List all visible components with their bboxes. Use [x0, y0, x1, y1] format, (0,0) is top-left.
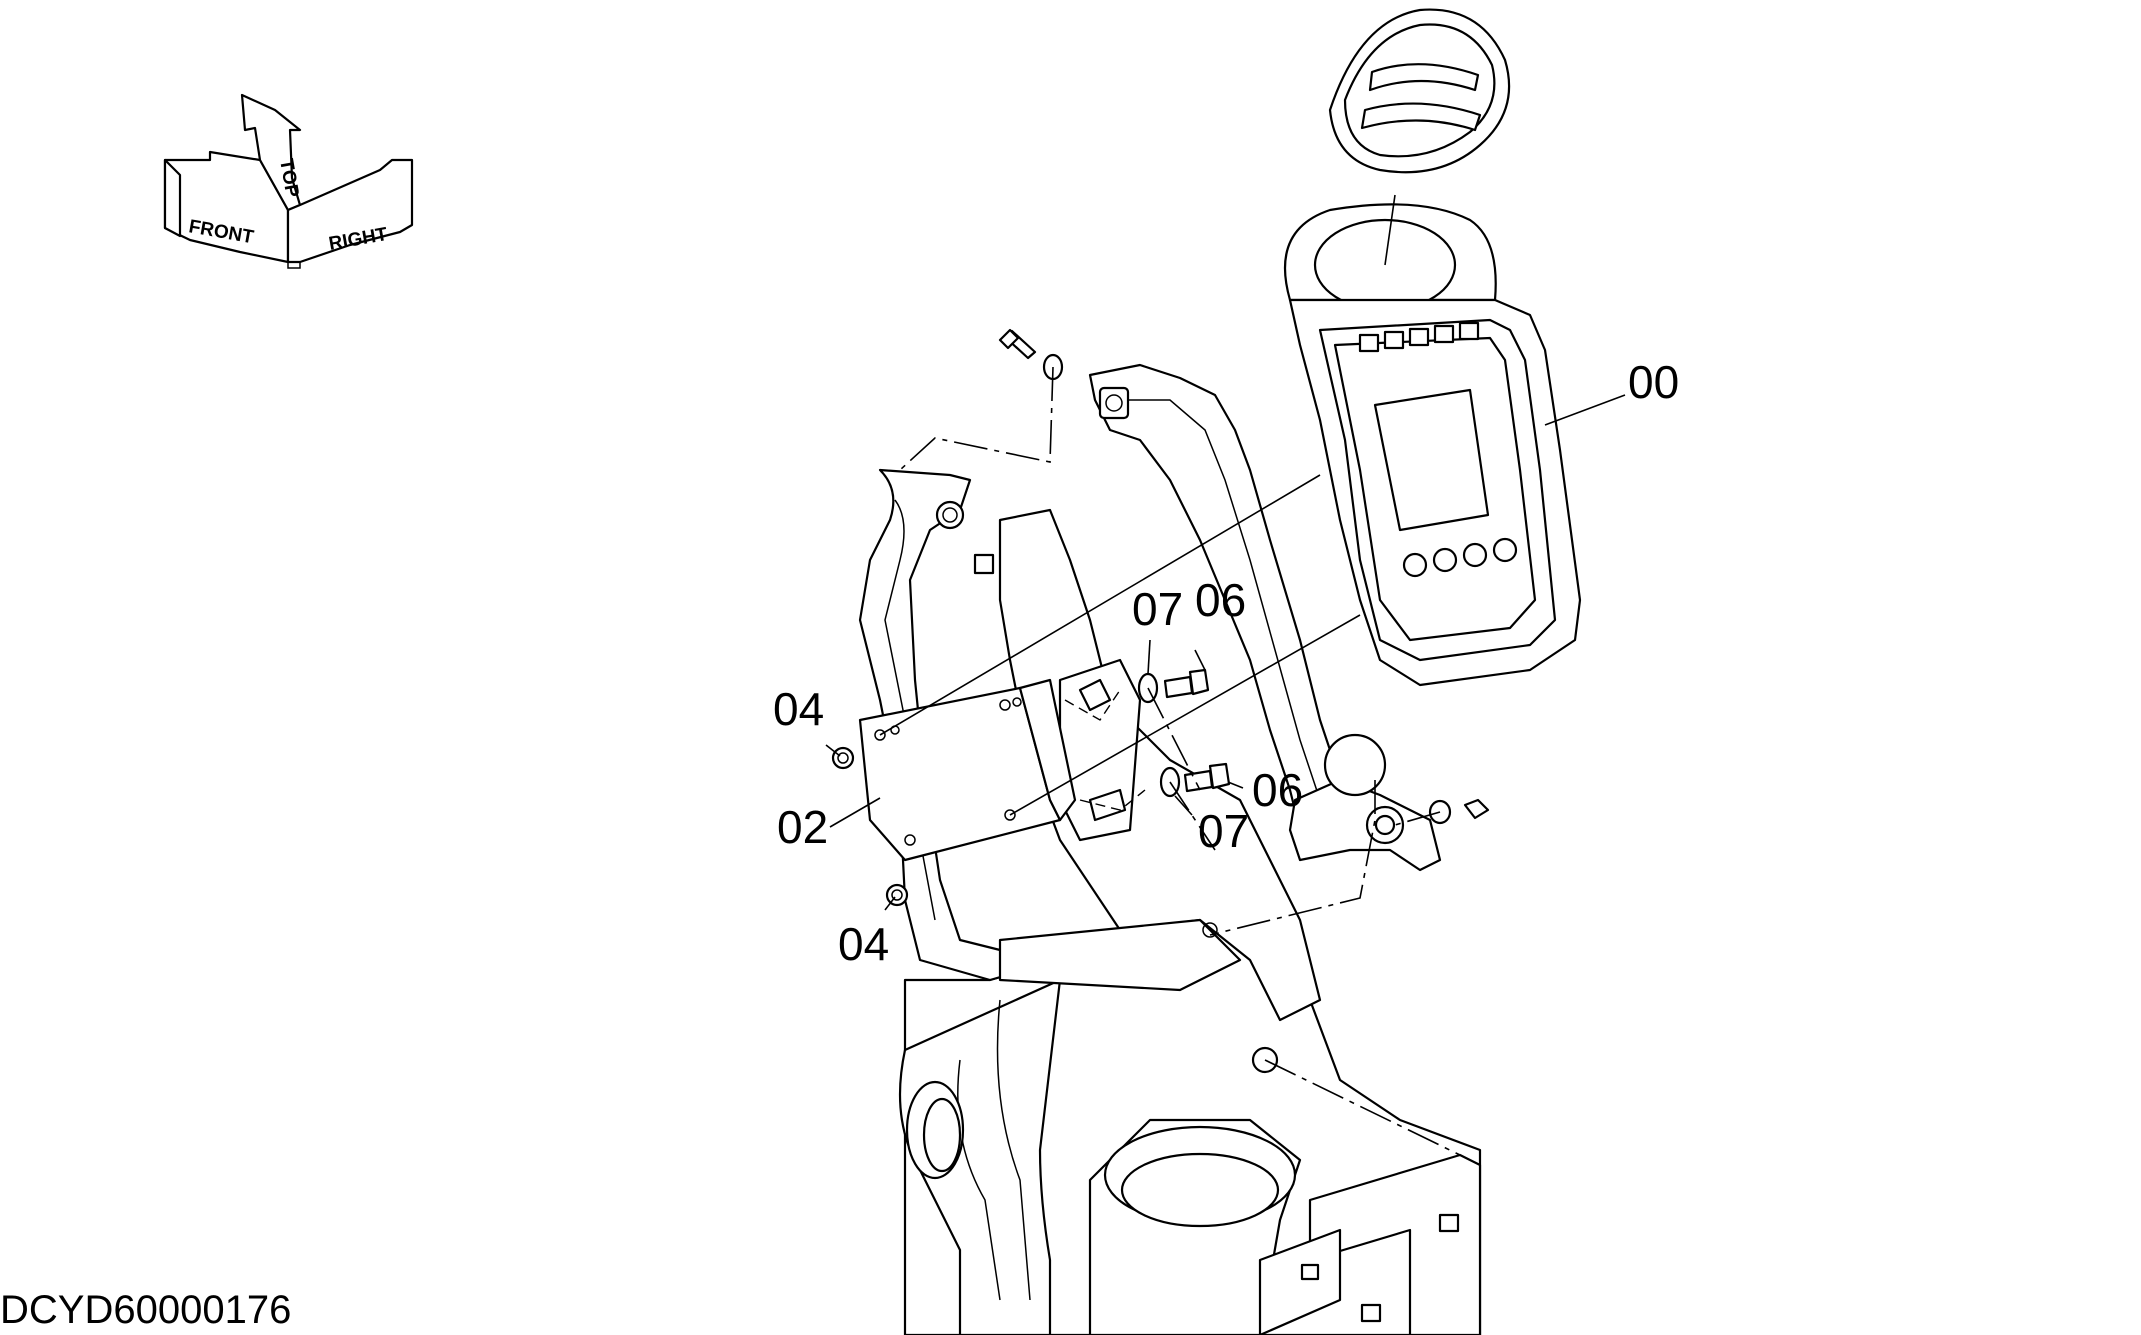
callout-leaders	[825, 394, 1626, 911]
indicator-5	[1458, 321, 1480, 341]
stand-round-port	[1323, 733, 1387, 797]
right-arrow-shape	[286, 158, 414, 264]
bolt-06-upper-head	[1188, 668, 1210, 696]
plate-hole-tl	[874, 729, 886, 741]
callout-07-lower: 07	[1198, 805, 1249, 857]
part-02-controller-plate	[858, 678, 1077, 862]
base-nut-3	[1300, 1263, 1320, 1281]
callout-07-upper: 07	[1132, 583, 1183, 635]
ref-line-hood	[1384, 194, 1396, 266]
monitor-screen	[1373, 388, 1490, 532]
orientation-symbol: FRONT RIGHT TOP	[163, 93, 414, 269]
bolt-06-upper-shank	[1163, 675, 1194, 699]
grommet-inner	[922, 1097, 962, 1173]
hidden-bracket-1	[1064, 689, 1121, 721]
leader-04-lower	[884, 896, 896, 911]
top-bolt-head	[998, 328, 1020, 350]
leader-07-upper	[1147, 639, 1151, 675]
nut-04-upper-hole	[837, 752, 849, 764]
ref-line-plate-monitor-1	[879, 474, 1321, 736]
centerline-lower-pivot	[1264, 1059, 1461, 1156]
monitor-button-3	[1462, 542, 1488, 568]
callout-00: 00	[1628, 356, 1679, 408]
cup-holder-inner	[1120, 1152, 1280, 1228]
document-id: DCYD60000176	[0, 1288, 291, 1332]
indicator-3	[1408, 327, 1430, 347]
pivot-knob-inner	[942, 507, 958, 523]
bolt-06-lower-head	[1208, 762, 1231, 790]
plate-hole-tr2	[1012, 697, 1022, 707]
indicator-4	[1433, 324, 1455, 344]
leader-04-upper	[825, 744, 841, 757]
monitor-hood-slat-1	[1368, 63, 1480, 92]
console-base	[898, 918, 1482, 1335]
base-nut-2	[1360, 1303, 1382, 1323]
callout-06-upper: 06	[1195, 574, 1246, 626]
plate-hole-bl	[904, 834, 916, 846]
callout-04-lower: 04	[838, 918, 889, 970]
base-front-plate	[1258, 1228, 1342, 1335]
leader-02	[829, 797, 881, 828]
pedestal-rib-2	[996, 999, 1031, 1301]
leader-06-lower	[1227, 781, 1244, 789]
right-bolt	[1463, 798, 1490, 820]
stand-left-edge	[884, 499, 936, 921]
arm-top-hole	[1105, 394, 1123, 412]
centerline-top-bolt	[899, 366, 1054, 471]
nut-04-lower	[885, 883, 909, 907]
stand-lower-plate	[998, 918, 1242, 992]
plate-hole-br	[1004, 809, 1016, 821]
leader-06-upper	[1194, 649, 1206, 671]
ref-line-plate-monitor-2	[1009, 614, 1361, 816]
middle-bracket-tab-2	[1088, 788, 1127, 822]
nut-04-lower-hole	[891, 889, 903, 901]
callout-02: 02	[777, 801, 828, 853]
arm-top-lug	[1098, 386, 1130, 420]
plate-hole-tr	[999, 699, 1011, 711]
fasteners	[831, 328, 1490, 907]
indicator-2	[1383, 330, 1405, 350]
callout-06-lower: 06	[1252, 764, 1303, 816]
middle-bracket-tab-1	[1078, 678, 1112, 712]
assembly-lines	[879, 194, 1461, 1156]
stand-top-nut	[973, 553, 995, 575]
pedestal-left-panel	[898, 978, 1062, 1335]
centerline-upper-bolt	[1147, 687, 1201, 791]
monitor-button-2	[1432, 547, 1458, 573]
orientation-base	[287, 262, 301, 269]
base-nut-1	[1438, 1213, 1460, 1233]
leader-07-lower	[1174, 795, 1193, 816]
front-arrow-side	[163, 158, 182, 238]
nut-04-upper	[831, 746, 855, 770]
monitor-button-4	[1492, 537, 1518, 563]
centerline-foot-bolt	[1209, 780, 1376, 936]
indicator-1	[1358, 333, 1380, 353]
foot-bolt-head	[1374, 814, 1396, 836]
hidden-bracket-2	[1079, 789, 1146, 811]
monitor-hood-slat-2	[1360, 102, 1482, 132]
leader-00	[1544, 394, 1626, 426]
callout-labels: 00 02 04 04 06 06 07 07	[773, 356, 1679, 970]
monitor-button-1	[1402, 552, 1428, 578]
centerline-right-bolt	[1394, 811, 1441, 826]
centerline-lower-bolt	[1169, 781, 1216, 851]
part-00-monitor	[1283, 8, 1582, 687]
stand-lower-hole	[1202, 922, 1218, 938]
pivot-knob	[935, 500, 965, 530]
stand-right-arm-edge	[1120, 399, 1321, 801]
callout-04-upper: 04	[773, 683, 824, 735]
